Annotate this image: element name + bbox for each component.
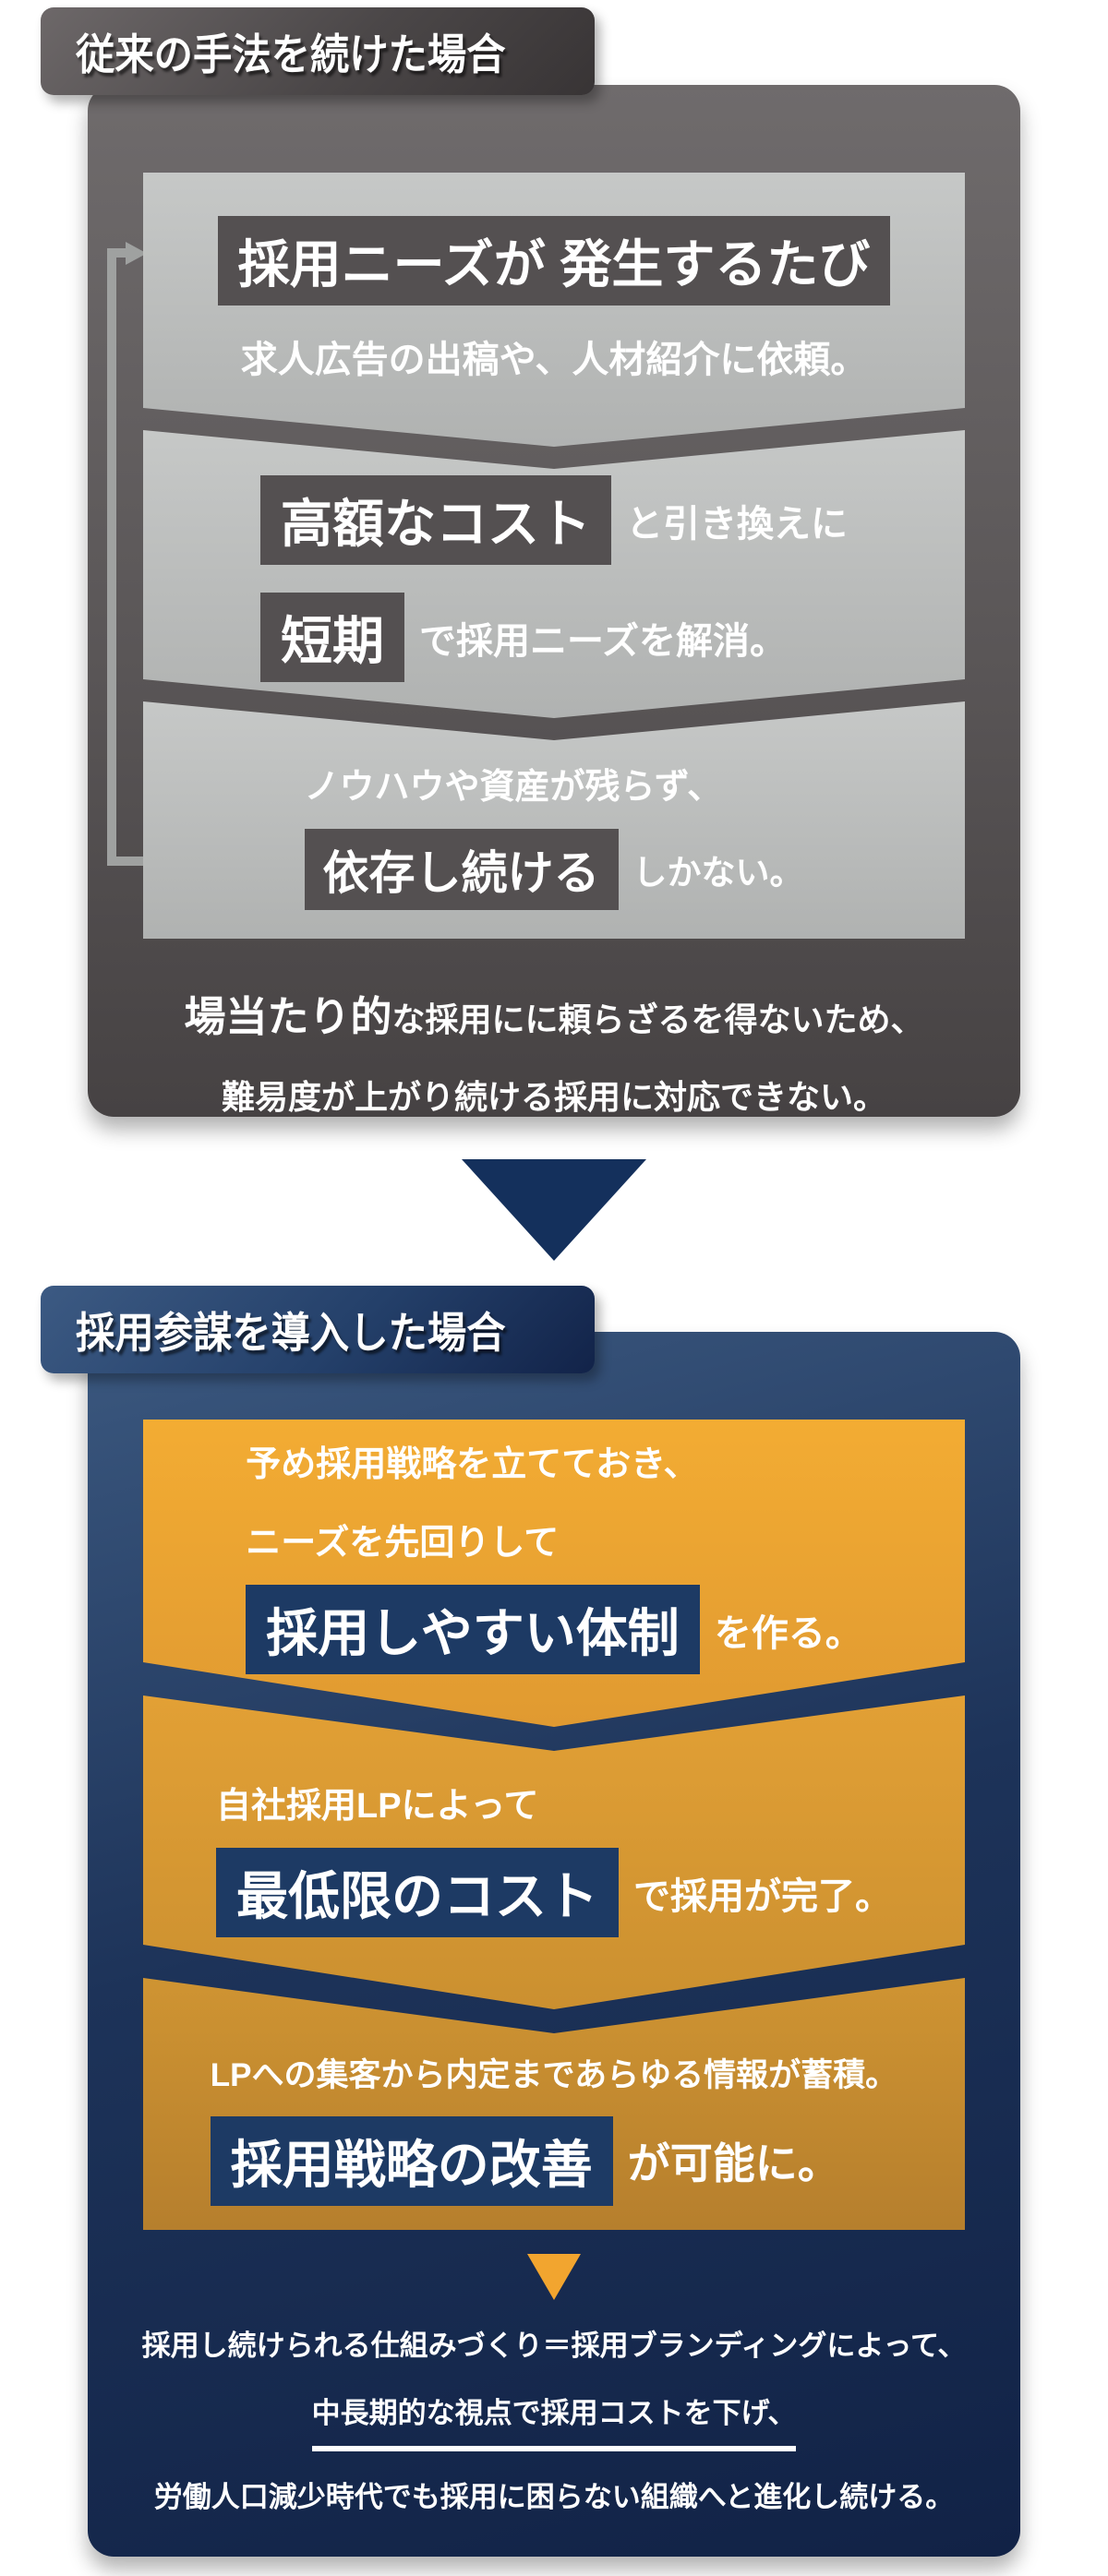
nstep3-lines: LPへの集客から内定まであらゆる情報が蓄積。 採用戦略の改善 が可能に。 (210, 2049, 898, 2206)
step1-headline: 採用ニーズが 発生するたび (218, 216, 891, 306)
section-conventional: 従来の手法を続けた場合 採用ニーズが 発生するたび 求人広告の出稿や、人材紹介に… (0, 0, 1108, 1117)
step2-rest-1: と引き換えに (626, 503, 848, 545)
step2-highlight-cost: 高額なコスト (260, 475, 611, 565)
small-down-arrow-icon (527, 2254, 581, 2300)
strategist-step-2: 自社採用LPによって 最低限のコスト で採用が完了。 (143, 1695, 965, 2009)
nstep3-line-1: LPへの集客から内定まであらゆる情報が蓄積。 (210, 2056, 898, 2093)
conventional-step-1: 採用ニーズが 発生するたび 求人広告の出稿や、人材紹介に依頼。 (143, 173, 965, 447)
nstep1-line-3: 採用しやすい体制 を作る。 (246, 1585, 861, 1674)
nstep1-lines: 予め採用戦略を立てておき、 ニーズを先回りして 採用しやすい体制 を作る。 (246, 1435, 861, 1674)
conventional-summary-line-1: 場当たり的な採用にに頼らざるを得ないため、 (88, 983, 1020, 1043)
strategist-step-3: LPへの集客から内定まであらゆる情報が蓄積。 採用戦略の改善 が可能に。 (143, 1978, 965, 2230)
section-strategist: 採用参謀を導入した場合 予め採用戦略を立てておき、 ニーズを先回りして 採用しや… (0, 1286, 1108, 2557)
conventional-summary: 場当たり的な採用にに頼らざるを得ないため、 難易度が上がり続ける採用に対応できな… (88, 983, 1020, 1119)
strategist-section-title-text: 採用参謀を導入した場合 (76, 1308, 506, 1357)
nstep1-line-2: ニーズを先回りして (246, 1524, 560, 1563)
step3-line-1: ノウハウや資産が残らず、 (304, 768, 723, 807)
down-arrow-icon (462, 1159, 646, 1261)
conventional-section-title: 従来の手法を続けた場合 (41, 7, 595, 95)
nstep2-lines: 自社採用LPによって 最低限のコスト で採用が完了。 (216, 1777, 892, 1937)
step3-line-2: 依存し続ける しかない。 (304, 829, 804, 910)
nstep2-line-2: 最低限のコスト で採用が完了。 (216, 1848, 892, 1937)
conventional-summary-line1-rest: な採用にに頼らざるを得ないため、 (391, 1000, 924, 1038)
strategist-summary-line-1: 採用し続けられる仕組みづくり＝採用ブランディングによって、 (141, 2330, 967, 2362)
step3-lines: ノウハウや資産が残らず、 依存し続ける しかない。 (304, 758, 804, 910)
step1-subtext: 求人広告の出稿や、人材紹介に依頼。 (240, 340, 868, 380)
strategist-summary-line-3: 労働人口減少時代でも採用に困らない組織へと進化し続ける。 (153, 2481, 955, 2513)
strategist-summary-line-2: 中長期的な視点で採用コストを下げ、 (311, 2390, 797, 2451)
nstep1-highlight-structure: 採用しやすい体制 (246, 1585, 699, 1674)
conventional-steps: 採用ニーズが 発生するたび 求人広告の出稿や、人材紹介に依頼。 高額なコスト と… (88, 85, 1020, 939)
nstep2-rest: で採用が完了。 (633, 1875, 892, 1917)
nstep3-line-2: 採用戦略の改善 が可能に。 (210, 2115, 897, 2206)
nstep1-line-1: 予め採用戦略を立てておき、 (246, 1445, 699, 1484)
conventional-container: 採用ニーズが 発生するたび 求人広告の出稿や、人材紹介に依頼。 高額なコスト と… (88, 85, 1020, 1117)
strategist-summary: 採用し続けられる仕組みづくり＝採用ブランディングによって、 中長期的な視点で採用… (88, 2322, 1020, 2515)
nstep3-rest: が可能に。 (627, 2139, 840, 2187)
step2-rest-2: で採用ニーズを解消。 (419, 620, 787, 662)
step1-highlight: 採用ニーズが 発生するたび (218, 216, 891, 306)
conventional-step-3: ノウハウや資産が残らず、 依存し続ける しかない。 (143, 701, 965, 939)
strategist-step-1: 予め採用戦略を立てておき、 ニーズを先回りして 採用しやすい体制 を作る。 (143, 1420, 965, 1727)
nstep1-rest: を作る。 (714, 1612, 862, 1654)
conventional-step-2: 高額なコスト と引き換えに 短期 で採用ニーズを解消。 (143, 430, 965, 718)
nstep2-highlight-mincost: 最低限のコスト (216, 1848, 619, 1937)
nstep3-highlight-improve: 採用戦略の改善 (210, 2115, 613, 2206)
step2-lines: 高額なコスト と引き換えに 短期 で採用ニーズを解消。 (260, 475, 848, 682)
conventional-section-title-text: 従来の手法を続けた場合 (76, 30, 506, 78)
step2-line-1: 高額なコスト と引き換えに (260, 475, 848, 565)
step2-line-2: 短期 で採用ニーズを解消。 (260, 593, 848, 682)
step2-highlight-shortterm: 短期 (260, 593, 404, 682)
strategist-container: 予め採用戦略を立てておき、 ニーズを先回りして 採用しやすい体制 を作る。 自社… (88, 1332, 1020, 2557)
strategist-section-title: 採用参謀を導入した場合 (41, 1286, 595, 1373)
strategist-steps: 予め採用戦略を立てておき、 ニーズを先回りして 採用しやすい体制 を作る。 自社… (88, 1332, 1020, 2230)
conventional-summary-line-2: 難易度が上がり続ける採用に対応できない。 (221, 1078, 886, 1116)
step3-rest: しかない。 (632, 854, 804, 892)
conventional-summary-emphasis: 場当たり的 (184, 993, 392, 1040)
loop-back-arrow-icon (107, 242, 147, 866)
step3-highlight-depend: 依存し続ける (304, 829, 619, 910)
nstep2-line-1: 自社採用LPによって (216, 1787, 539, 1826)
